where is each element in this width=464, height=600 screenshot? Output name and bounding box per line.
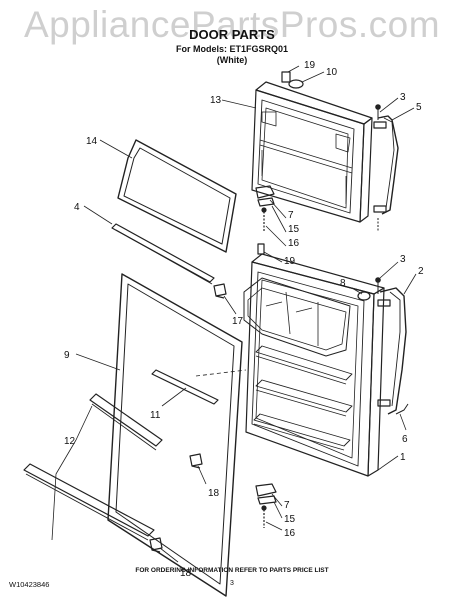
door-shelf-rail <box>23 393 163 541</box>
callout-11: 11 <box>150 410 161 421</box>
callout-9: 9 <box>64 350 70 361</box>
callout-17: 17 <box>232 316 244 327</box>
callout-15-top: 15 <box>288 224 300 235</box>
freezer-shelf-strip <box>111 223 215 285</box>
callout-8: 8 <box>340 278 346 289</box>
callout-3-top: 3 <box>400 92 406 103</box>
callout-13: 13 <box>210 95 222 106</box>
door-clip-upper <box>213 283 227 299</box>
leader-lines <box>51 65 417 563</box>
callout-18-bottom: 18 <box>180 568 192 579</box>
ordering-note: FOR ORDERING INFORMATION REFER TO PARTS … <box>135 567 329 574</box>
callout-3-mid: 3 <box>400 254 406 265</box>
callout-12: 12 <box>64 436 76 447</box>
fresh-food-gasket <box>107 273 243 597</box>
watermark-text: AppliancePartsPros.com <box>23 4 441 45</box>
color-line: (White) <box>216 55 248 65</box>
callout-14: 14 <box>86 136 98 147</box>
callout-16-bottom: 16 <box>284 528 296 539</box>
callout-18-mid: 18 <box>208 488 220 499</box>
callout-2: 2 <box>418 266 424 277</box>
callout-10: 10 <box>326 67 338 78</box>
freezer-cam-bracket <box>255 185 275 232</box>
freezer-handle <box>373 104 399 232</box>
freezer-hinge-cap <box>281 71 304 89</box>
shelf-trim-strip <box>151 369 219 405</box>
callout-6: 6 <box>402 434 408 445</box>
callout-5: 5 <box>416 102 422 113</box>
door-clip-lower <box>149 453 203 553</box>
callout-19-mid: 19 <box>284 256 296 267</box>
doc-number: W10423846 <box>9 580 50 589</box>
callout-15-bottom: 15 <box>284 514 296 525</box>
fresh-food-handle <box>375 277 409 415</box>
callout-16-top: 16 <box>288 238 300 249</box>
callout-4: 4 <box>74 202 80 213</box>
fresh-food-door <box>243 253 385 477</box>
model-line: For Models: ET1FGSRQ01 <box>175 44 289 54</box>
door-plug <box>257 243 371 301</box>
callout-7-top: 7 <box>288 210 294 221</box>
page-number: 3 <box>230 580 234 587</box>
callout-19-top: 19 <box>304 60 316 71</box>
callout-7-bottom: 7 <box>284 500 290 511</box>
fresh-food-cam-bracket <box>255 483 277 528</box>
callout-numbers: 19 10 13 3 5 14 4 7 15 16 19 8 3 2 17 9 … <box>64 60 424 579</box>
freezer-gasket <box>117 139 237 253</box>
diagram-title: DOOR PARTS <box>189 27 275 42</box>
freezer-door <box>251 81 373 223</box>
callout-1: 1 <box>400 452 406 463</box>
